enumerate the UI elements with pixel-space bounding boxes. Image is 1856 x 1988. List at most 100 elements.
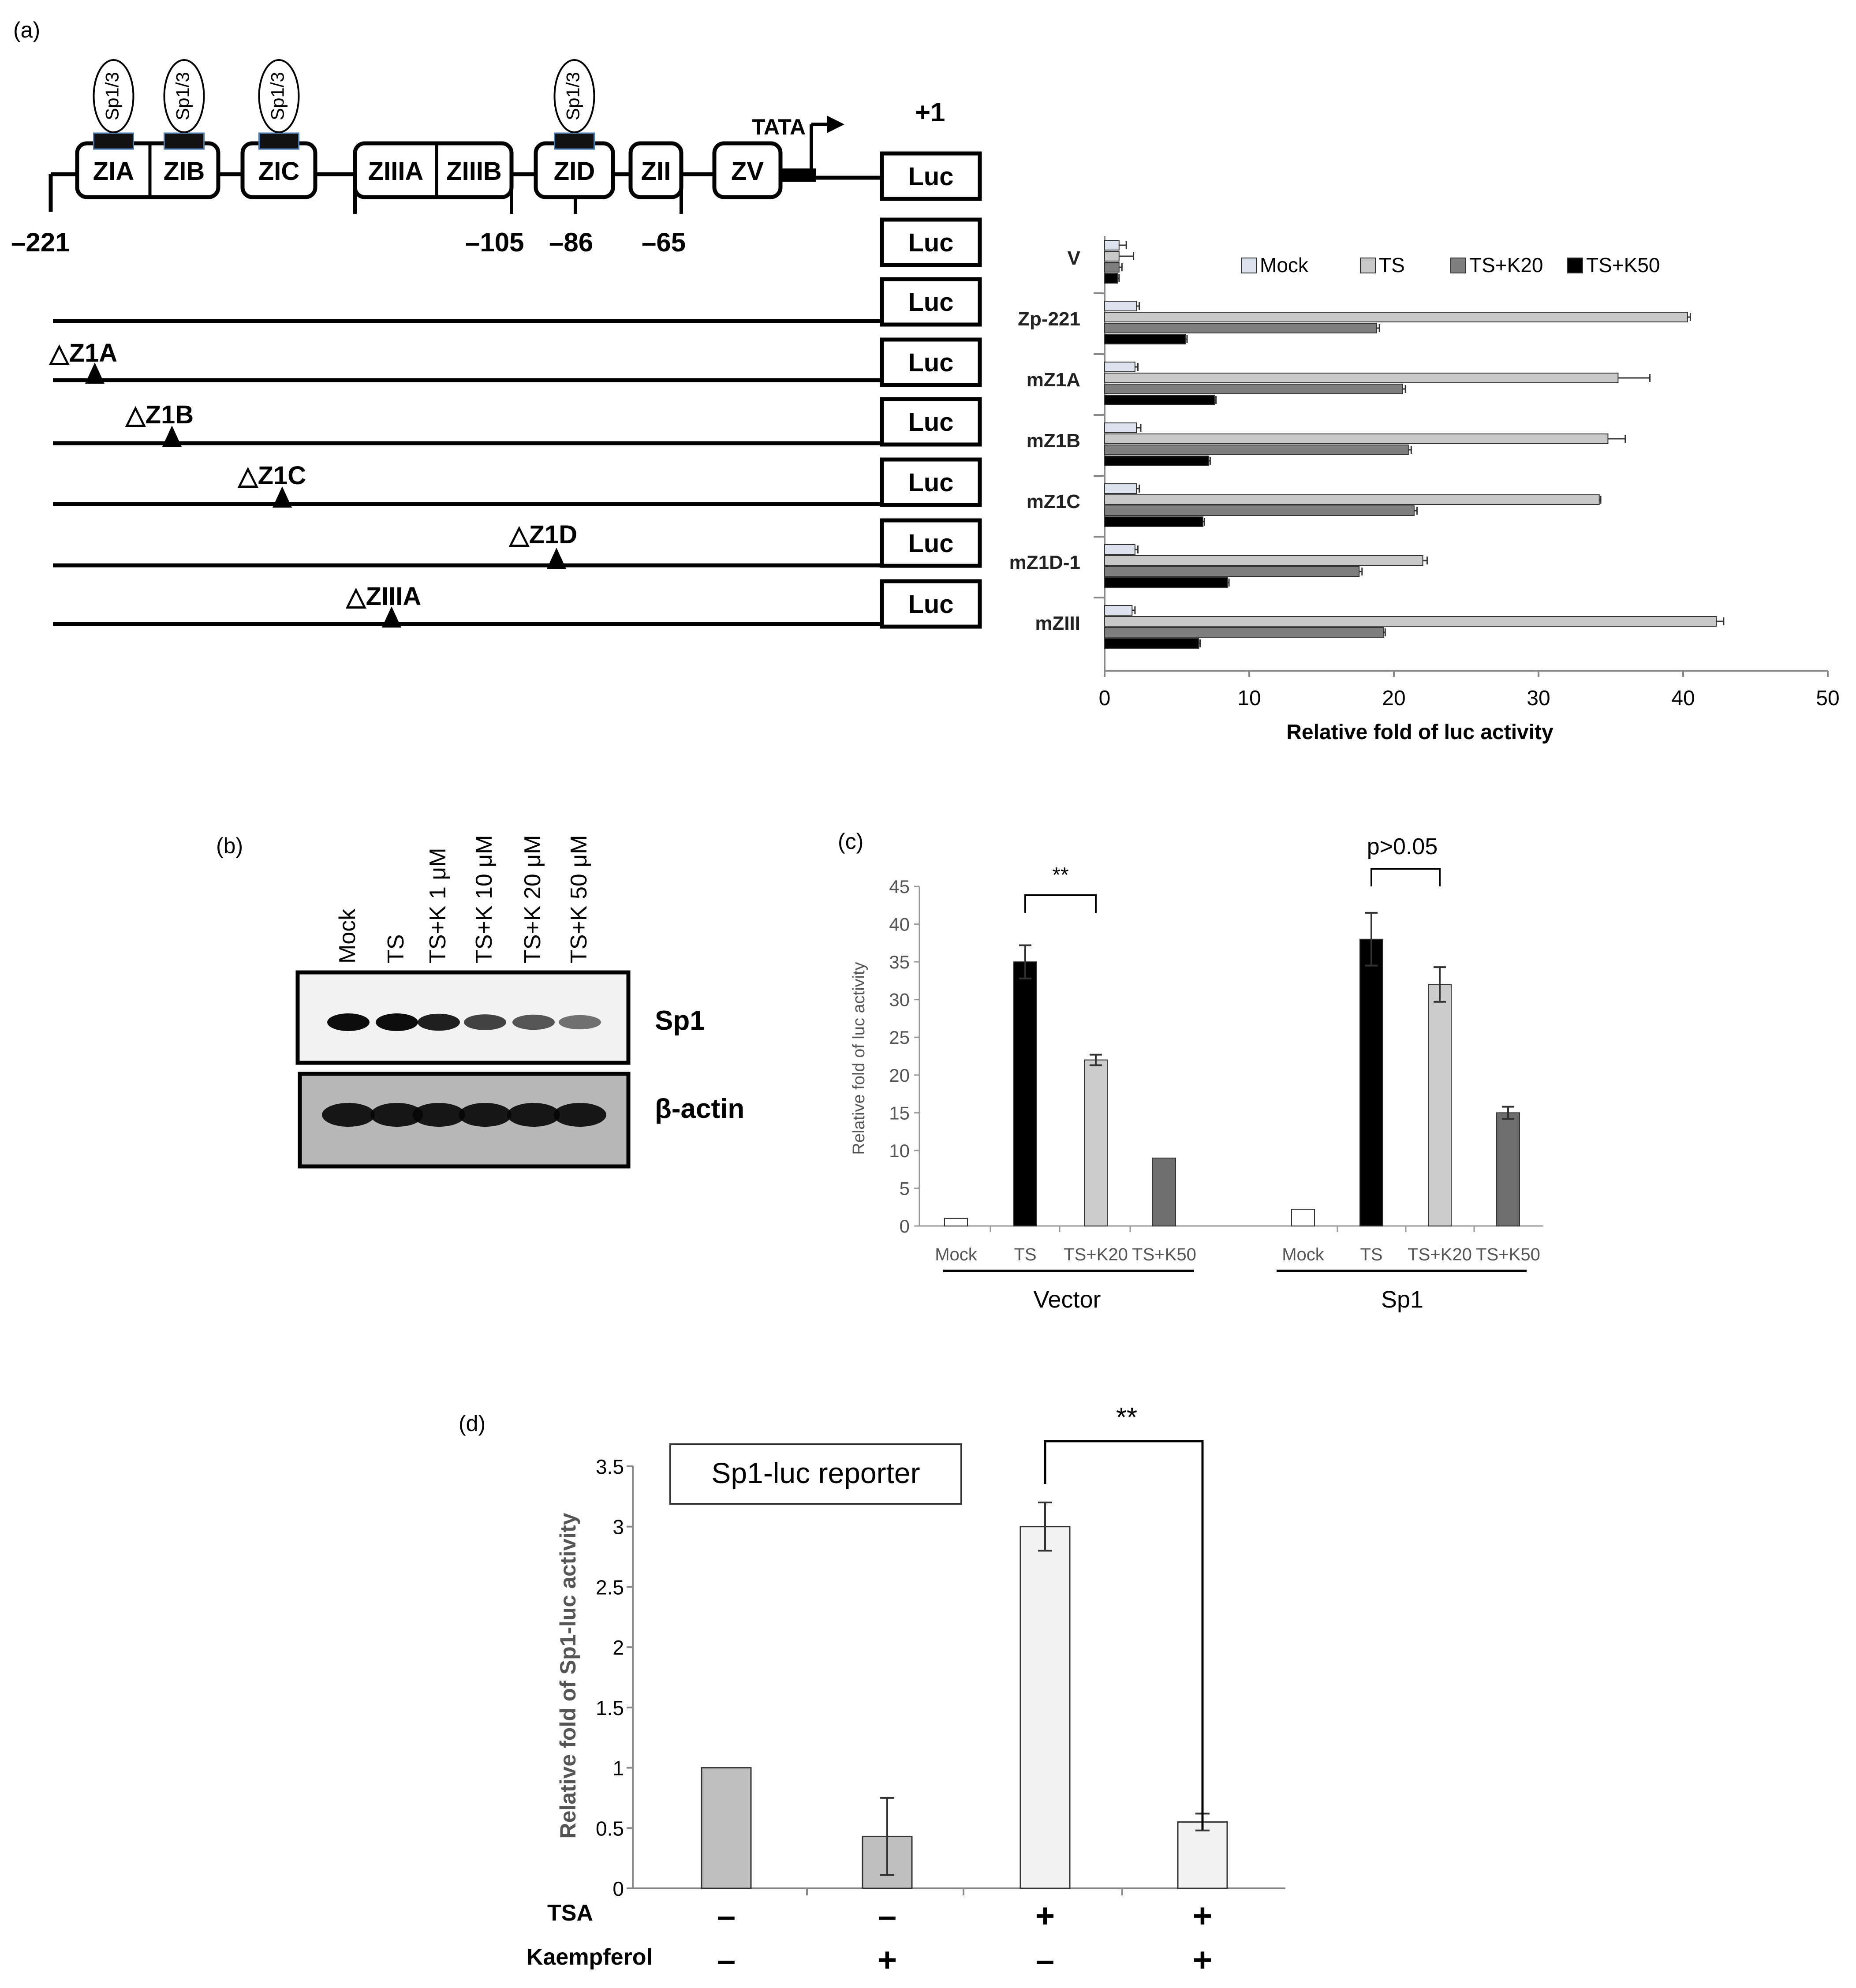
category-label: TS+K20 xyxy=(1064,1245,1128,1264)
luc-label: Luc xyxy=(908,348,953,377)
luc-box-promoter xyxy=(880,151,982,201)
bar-mock xyxy=(1104,240,1120,250)
bar-mock xyxy=(1104,544,1135,555)
tsa-sign: – xyxy=(878,1897,896,1935)
box-label-zii: ZII xyxy=(641,157,671,186)
sp-factor-oval xyxy=(163,59,205,133)
band-actin xyxy=(507,1103,560,1127)
tata-label: TATA xyxy=(752,115,806,139)
panel-label-a: (a) xyxy=(13,18,40,42)
luc-label: Luc xyxy=(908,590,953,619)
bar-ts-k50 xyxy=(1104,334,1186,344)
sp-factor-oval xyxy=(93,59,134,133)
lane-label: TS+K 10 μM xyxy=(471,835,497,964)
significance-sp1: p>0.05 xyxy=(1367,834,1438,859)
legend-label: Mock xyxy=(1260,254,1309,277)
bar-mock xyxy=(1104,301,1137,311)
band-actin xyxy=(553,1103,606,1127)
panel-label-d: (d) xyxy=(459,1411,485,1436)
panel-label-c: (c) xyxy=(838,829,863,854)
bar-vector-ts-k20 xyxy=(1084,1059,1108,1227)
category-label: mZ1A xyxy=(1027,369,1080,391)
legend-label: TS+K50 xyxy=(1586,254,1660,277)
y-tick-label: 5 xyxy=(900,1178,910,1199)
title-box xyxy=(669,1443,962,1505)
luc-box xyxy=(880,397,982,447)
sp-binding-site xyxy=(258,132,299,150)
tsa-sign: + xyxy=(1193,1897,1212,1935)
luc-label: Luc xyxy=(908,408,953,437)
kaempferol-sign: – xyxy=(717,1941,736,1979)
x-tick-label: 50 xyxy=(1816,687,1839,710)
sp-factor-label: Sp1/3 xyxy=(563,72,583,120)
bar-ts-k50 xyxy=(1104,456,1210,466)
category-label: mZ1B xyxy=(1027,430,1080,452)
legend-swatch xyxy=(1241,258,1257,273)
bar-ts xyxy=(1104,616,1717,627)
pos-minus-86: –86 xyxy=(549,228,593,257)
y-tick-label: 20 xyxy=(889,1065,910,1086)
category-label: mZIII xyxy=(1035,613,1080,634)
promoter-diagram: TATA +1 –221 –105 –86 –65 xyxy=(11,97,945,257)
bar-ts-k20 xyxy=(1104,384,1403,394)
box-label-ziiib: ZIIIB xyxy=(446,157,502,186)
luc-box xyxy=(880,217,982,267)
bar-ts-k50 xyxy=(1104,577,1228,588)
box-label-zid: ZID xyxy=(554,157,595,186)
band-sp1 xyxy=(512,1014,555,1030)
group-label-sp1: Sp1 xyxy=(1381,1286,1423,1313)
mutation-marker xyxy=(382,606,401,628)
legend-swatch xyxy=(1567,258,1583,273)
bar-ts xyxy=(1104,555,1423,566)
sp-binding-site xyxy=(554,132,595,150)
bar-ts-k50 xyxy=(1104,395,1215,405)
box-label-zia: ZIA xyxy=(93,157,134,186)
sp-factor-oval xyxy=(258,59,300,133)
mutation-label: △Z1D xyxy=(508,520,577,549)
protein-label-sp1: Sp1 xyxy=(655,1005,705,1036)
kaempferol-sign: – xyxy=(1036,1941,1054,1979)
legend-swatch xyxy=(1360,258,1376,273)
box-zv xyxy=(712,141,783,199)
bar-condition-3 xyxy=(1019,1526,1071,1889)
bar-ts xyxy=(1104,494,1600,505)
category-label: TS xyxy=(1360,1245,1382,1264)
kaempferol-sign: + xyxy=(878,1941,897,1979)
kaempferol-sign: + xyxy=(1193,1941,1212,1979)
significance-bracket xyxy=(1044,1440,1204,1830)
x-tick-label: 20 xyxy=(1382,687,1405,710)
row-label-tsa: TSA xyxy=(547,1900,593,1926)
y-tick-label: 15 xyxy=(889,1102,910,1123)
luc-label: Luc xyxy=(908,468,953,497)
significance-vector: ** xyxy=(1052,863,1068,887)
band-sp1 xyxy=(559,1015,601,1030)
x-tick-label: 10 xyxy=(1237,687,1261,710)
bar-sp1-ts-k50 xyxy=(1496,1112,1520,1226)
y-tick-label: 30 xyxy=(889,990,910,1010)
bar-mock xyxy=(1104,422,1137,433)
bar-ts-k20 xyxy=(1104,627,1385,638)
category-label: V xyxy=(1068,247,1081,269)
mutation-label: △Z1C xyxy=(237,461,306,490)
band-actin xyxy=(370,1103,423,1127)
panel-label-b: (b) xyxy=(216,833,243,858)
category-label: mZ1D-1 xyxy=(1009,552,1080,573)
bar-ts-k50 xyxy=(1104,638,1199,649)
box-label-zv: ZV xyxy=(731,157,764,186)
luc-box xyxy=(880,518,982,568)
bar-sp1-mock xyxy=(1291,1209,1315,1226)
y-tick-label: 0 xyxy=(900,1216,910,1237)
lane-label: TS+K 20 μM xyxy=(520,835,545,964)
lane-label: TS xyxy=(383,934,409,964)
bar-ts xyxy=(1104,312,1688,322)
y-tick-label: 10 xyxy=(889,1140,910,1161)
y-tick-label: 25 xyxy=(889,1027,910,1048)
luc-label: Luc xyxy=(908,529,953,558)
box-label-zib: ZIB xyxy=(164,157,205,186)
y-tick-label: 40 xyxy=(889,914,910,935)
